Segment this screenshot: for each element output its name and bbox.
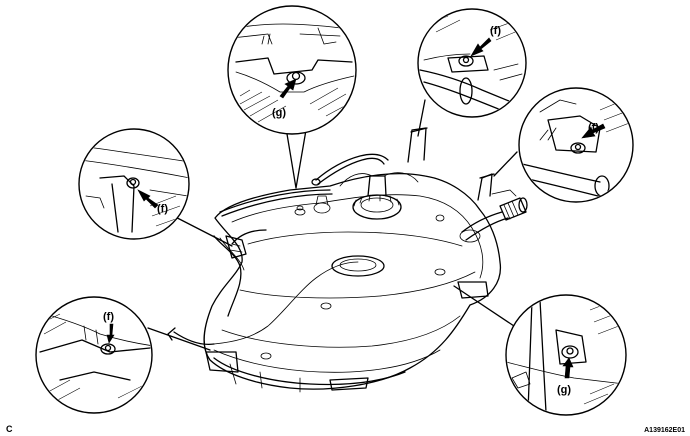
- detail-view-left: (f): [78, 128, 190, 240]
- figure-id: A139162E01: [644, 427, 685, 434]
- arrow-icon: [106, 323, 115, 344]
- arrow-icon: [470, 37, 492, 57]
- callout-label: (f): [588, 122, 599, 134]
- detail-view-bottom-left: (f): [35, 296, 153, 414]
- detail-view-top-right: (f): [417, 8, 527, 118]
- callout-label: (g): [272, 107, 286, 119]
- detail-view-top-center: (g): [227, 5, 357, 135]
- arrow-icon: [279, 78, 297, 99]
- arrow-icon: [581, 123, 606, 139]
- detail-view-right: (f): [518, 87, 634, 203]
- callout-label: (g): [557, 384, 571, 396]
- callout-label: (f): [103, 311, 114, 323]
- detail-view-bottom-right: (g): [505, 294, 627, 416]
- leader-lines: [147, 99, 521, 351]
- fuel-tank-assembly: [167, 127, 528, 393]
- arrow-icon: [137, 189, 159, 209]
- callout-label: (f): [157, 203, 168, 215]
- arrow-icon: [562, 357, 574, 379]
- callout-label: (f): [490, 25, 501, 37]
- corner-letter: C: [6, 424, 13, 434]
